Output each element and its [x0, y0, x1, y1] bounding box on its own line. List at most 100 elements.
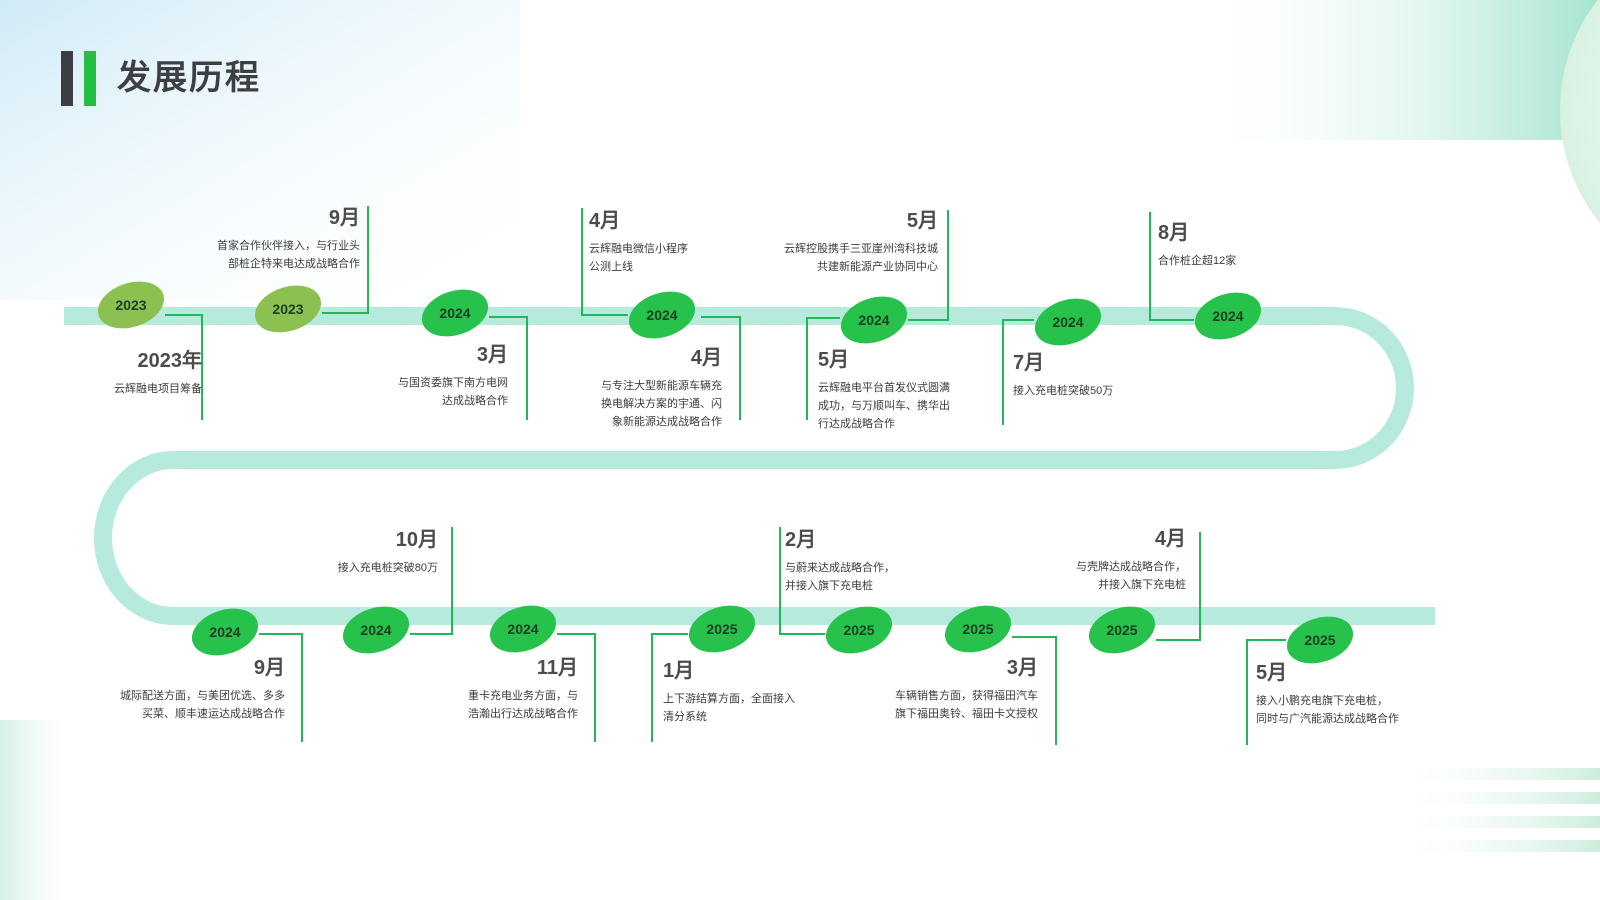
year-node-label: 2024: [1052, 314, 1083, 330]
milestone-date: 2023年: [137, 350, 203, 372]
milestone-date: 1月: [663, 660, 695, 682]
milestone-connector: [165, 314, 203, 420]
year-node-label: 2024: [439, 305, 470, 321]
milestone-label: 9月首家合作伙伴接入，与行业头 部桩企特来电达成战略合作: [217, 205, 360, 273]
milestone-connector: [1246, 639, 1286, 745]
milestone-label: 8月合作桩企超12家: [1158, 220, 1236, 270]
milestone-date: 10月: [395, 529, 438, 551]
year-node: 2024: [489, 605, 557, 653]
milestone-label: 4月与壳牌达成战略合作， 并接入旗下充电桩: [1076, 526, 1186, 594]
milestone-desc: 重卡充电业务方面，与 浩瀚出行达成战略合作: [468, 690, 578, 720]
bg-circle: [1560, 0, 1600, 224]
milestone-label: 11月重卡充电业务方面，与 浩瀚出行达成战略合作: [468, 655, 578, 723]
bg-stripe: [1380, 792, 1600, 804]
milestone-desc: 车辆销售方面，获得福田汽车 旗下福田奥铃、福田卡文授权: [895, 690, 1038, 720]
bg-stripe: [1380, 840, 1600, 852]
year-node-label: 2025: [1304, 632, 1335, 648]
milestone-date: 9月: [328, 207, 360, 229]
milestone-date: 4月: [1154, 528, 1186, 550]
year-node-label: 2024: [507, 621, 538, 637]
year-node: 2024: [628, 291, 696, 339]
year-node-label: 2025: [843, 622, 874, 638]
title-accent-bar-green: [84, 51, 96, 106]
milestone-date: 3月: [1006, 657, 1038, 679]
year-node-ellipse: [1034, 298, 1102, 346]
milestone-connector: [489, 316, 528, 420]
milestone-label: 2月与蔚来达成战略合作， 并接入旗下充电桩: [785, 527, 895, 595]
milestone-label: 4月与专注大型新能源车辆充 换电解决方案的宇通、闪 象新能源达成战略合作: [601, 345, 722, 431]
milestone-desc: 接入小鹏充电旗下充电桩， 同时与广汽能源达成战略合作: [1256, 695, 1399, 725]
milestone-connector: [806, 317, 840, 420]
year-node-ellipse: [1088, 606, 1156, 654]
milestone-connector: [701, 316, 741, 420]
timeline-track: [64, 307, 1435, 625]
year-node: 2024: [1034, 298, 1102, 346]
milestone-connector: [779, 527, 825, 635]
year-node-label: 2025: [706, 621, 737, 637]
year-node: 2024: [1194, 292, 1262, 340]
milestone-desc: 上下游结算方面，全面接入 清分系统: [663, 693, 795, 723]
year-node-label: 2024: [858, 312, 889, 328]
milestone-desc: 首家合作伙伴接入，与行业头 部桩企特来电达成战略合作: [217, 240, 360, 270]
milestone-date: 9月: [253, 657, 285, 679]
milestone-desc: 云辉控股携手三亚崖州湾科技城 共建新能源产业协同中心: [784, 243, 938, 273]
milestone-date: 7月: [1013, 352, 1045, 374]
milestone-desc: 与壳牌达成战略合作， 并接入旗下充电桩: [1076, 561, 1186, 591]
year-node-label: 2023: [272, 301, 303, 317]
year-node: 2025: [944, 605, 1012, 653]
milestone-desc: 合作桩企超12家: [1158, 255, 1237, 267]
milestone-date: 3月: [476, 344, 508, 366]
year-node: 2024: [421, 289, 489, 337]
milestone-date: 11月: [536, 657, 578, 679]
year-node: 2024: [342, 606, 410, 654]
milestone-date: 2月: [785, 529, 817, 551]
milestone-date: 5月: [1256, 662, 1288, 684]
milestone-label: 5月云辉控股携手三亚崖州湾科技城 共建新能源产业协同中心: [784, 208, 938, 276]
milestone-label: 4月云辉融电微信小程序 公测上线: [589, 208, 688, 276]
milestone-date: 5月: [818, 349, 850, 371]
title-accent-bar-dark: [61, 51, 73, 106]
year-node-ellipse: [840, 296, 908, 344]
milestone-connector: [322, 206, 369, 314]
bg-block-bottom-left: [0, 720, 80, 900]
milestone-label: 3月车辆销售方面，获得福田汽车 旗下福田奥铃、福田卡文授权: [895, 655, 1038, 723]
year-node: 2025: [1286, 616, 1354, 664]
year-node: 2024: [840, 296, 908, 344]
milestone-desc: 与专注大型新能源车辆充 换电解决方案的宇通、闪 象新能源达成战略合作: [601, 380, 722, 428]
bg-stripe: [1380, 768, 1600, 780]
year-node-ellipse: [825, 606, 893, 654]
year-node-ellipse: [342, 606, 410, 654]
year-node-label: 2024: [646, 307, 677, 323]
milestone-connector: [908, 210, 949, 321]
year-node: 2023: [254, 285, 322, 333]
milestone-connector: [1012, 636, 1057, 745]
milestone-connector: [1149, 212, 1194, 321]
year-node-label: 2025: [962, 621, 993, 637]
year-node-ellipse: [1286, 616, 1354, 664]
year-node: 2025: [825, 606, 893, 654]
milestone-date: 4月: [589, 210, 621, 232]
milestone-desc: 接入充电桩突破80万: [337, 562, 438, 574]
milestone-label: 7月接入充电桩突破50万: [1013, 350, 1113, 400]
milestone-date: 5月: [906, 210, 938, 232]
milestone-desc: 云辉融电项目筹备: [114, 383, 202, 395]
year-node-label: 2024: [1212, 308, 1243, 324]
bg-stripe: [1380, 816, 1600, 828]
year-node: 2025: [688, 605, 756, 653]
year-node-ellipse: [97, 281, 165, 329]
milestone-label: 3月与国资委旗下南方电网 达成战略合作: [398, 342, 508, 410]
year-node-ellipse: [628, 291, 696, 339]
milestone-connector: [581, 208, 628, 316]
year-node-label: 2024: [209, 624, 240, 640]
year-node-label: 2023: [115, 297, 146, 313]
milestone-label: 10月接入充电桩突破80万: [338, 527, 438, 577]
milestone-connector: [1156, 532, 1201, 641]
year-node-ellipse: [1194, 292, 1262, 340]
milestone-connector: [259, 633, 303, 742]
milestone-desc: 云辉融电平台首发仪式圆满 成功，与万顺叫车、携华出 行达成战略合作: [818, 382, 950, 430]
milestone-desc: 城际配送方面，与美团优选、多多 买菜、顺丰速运达成战略合作: [120, 690, 285, 720]
year-node: 2024: [191, 608, 259, 656]
year-node-ellipse: [688, 605, 756, 653]
